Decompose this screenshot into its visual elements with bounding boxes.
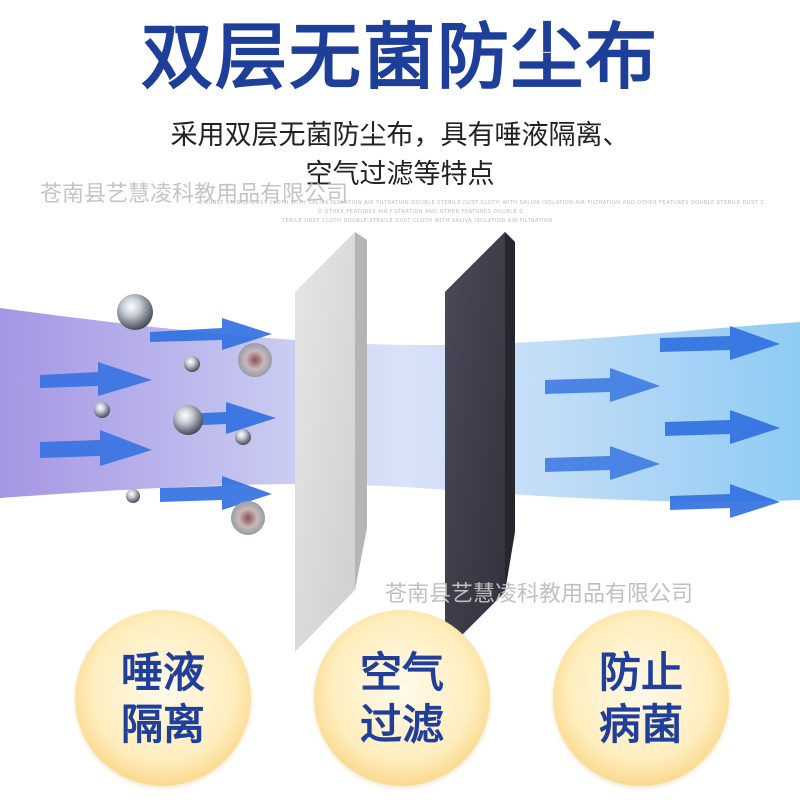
air-flow-band (0, 308, 800, 502)
light-filter-layer (295, 232, 367, 652)
arrow (545, 368, 660, 402)
germ-particle (238, 343, 272, 377)
right-arrows (545, 326, 780, 518)
dust-particle (173, 405, 203, 435)
dust-particle (235, 429, 251, 445)
arrow (180, 402, 276, 434)
arrow (660, 326, 780, 360)
dust-particle (126, 489, 140, 503)
subtitle-line: 采用双层无菌防尘布，具有唾液隔离、 (170, 120, 630, 151)
feature-badge-air: 空气 过滤 (314, 610, 490, 786)
fine-print-line: D OTHER FEATURES AIR FILTRATION AND OTHE… (318, 209, 523, 215)
subtitle-line: 空气过滤等特点 (305, 159, 495, 190)
arrow (545, 446, 660, 480)
watermark: 苍南县艺慧凌科教用品有限公司 (385, 582, 694, 607)
feature-badge-saliva: 唾液 隔离 (75, 610, 251, 786)
badge-text: 隔离 (120, 700, 205, 749)
arrow (665, 410, 780, 444)
watermark: 苍南县艺慧凌科教用品有限公司 (40, 182, 349, 207)
badge-text: 过滤 (359, 700, 444, 749)
arrow (670, 484, 780, 518)
dust-particles (94, 294, 272, 535)
arrow (150, 318, 272, 350)
dust-particle (117, 294, 153, 330)
dust-particle (184, 356, 200, 372)
arrow (40, 430, 152, 466)
fine-print-line: TERILE DUST CLOTH DOUBLE STERILE DUST CL… (282, 218, 553, 224)
badge-text: 空气 (359, 648, 444, 697)
dark-filter-layer (445, 232, 515, 652)
germ-particle (231, 501, 265, 535)
arrow (40, 362, 152, 396)
badge-text: 唾液 (120, 648, 205, 697)
fine-print-line: DOUBLE STERILE DUST CLOTH WITH SALIVA IS… (200, 200, 765, 206)
badge-text: 病菌 (598, 700, 683, 749)
badge-text: 防止 (598, 648, 683, 697)
feature-badge-germ: 防止 病菌 (553, 610, 729, 786)
dust-particle (94, 402, 110, 418)
page-title: 双层无菌防尘布 (140, 15, 659, 99)
